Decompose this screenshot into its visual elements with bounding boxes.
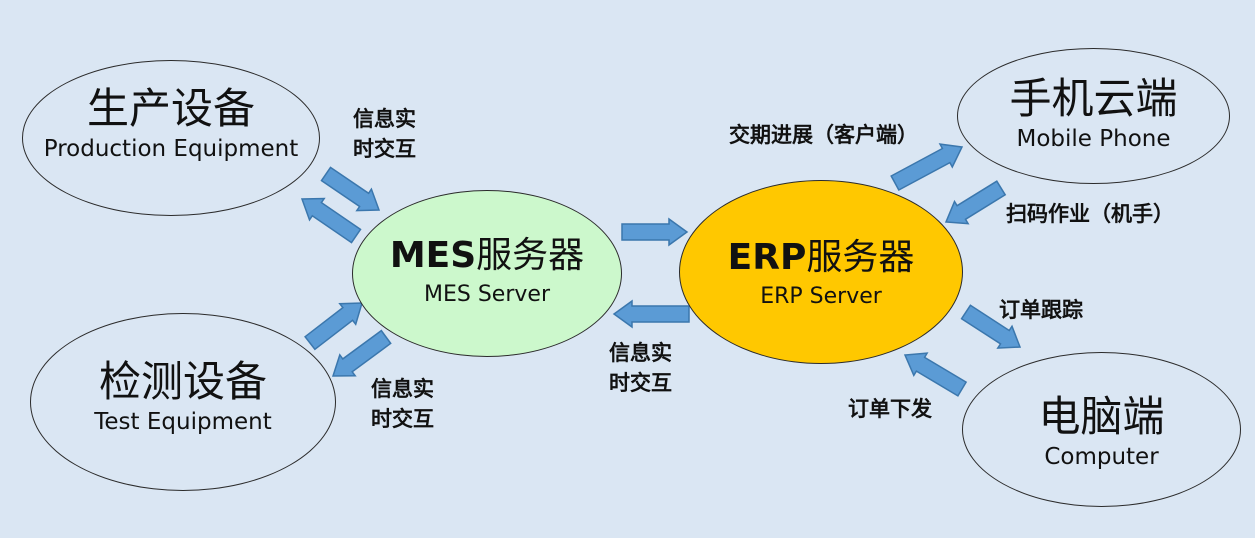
order-issue-label: 订单下发 bbox=[848, 397, 932, 421]
mes-server-title-prefix: MES bbox=[389, 235, 477, 276]
arrow-mes-to-test bbox=[331, 329, 392, 377]
delivery-progress-label: 交期进展（客户端） bbox=[729, 123, 918, 147]
arrow-mes-to-erp bbox=[621, 217, 689, 247]
arrow-mes-to-production bbox=[300, 197, 362, 244]
computer-subtitle: Computer bbox=[1044, 444, 1159, 470]
arrow-mobile-to-erp bbox=[944, 180, 1007, 225]
production-equipment-node: 生产设备 Production Equipment bbox=[22, 60, 320, 216]
production-interaction-label: 信息实 时交互 bbox=[353, 104, 416, 164]
test-interaction-label-line1: 信息实 bbox=[371, 377, 434, 401]
test-interaction-label: 信息实 时交互 bbox=[371, 374, 434, 434]
production-interaction-label-line2: 时交互 bbox=[353, 137, 416, 161]
computer-node: 电脑端 Computer bbox=[962, 352, 1241, 507]
production-equipment-subtitle: Production Equipment bbox=[43, 136, 299, 162]
test-interaction-label-line2: 时交互 bbox=[371, 407, 434, 431]
production-interaction-label-line1: 信息实 bbox=[353, 107, 416, 131]
test-equipment-subtitle: Test Equipment bbox=[94, 409, 272, 435]
arrow-erp-to-mobile bbox=[890, 143, 964, 192]
mes-server-title: MES服务器 bbox=[353, 235, 621, 277]
production-equipment-title: 生产设备 bbox=[86, 84, 255, 133]
mes-erp-interaction-label-line2: 时交互 bbox=[609, 371, 672, 395]
erp-server-node: ERP服务器 ERP Server bbox=[679, 180, 963, 364]
arrow-test-to-mes bbox=[304, 302, 364, 351]
mes-server-node: MES服务器 MES Server bbox=[352, 190, 622, 357]
mes-server-title-suffix: 服务器 bbox=[476, 235, 585, 276]
arrow-computer-to-erp bbox=[903, 352, 968, 397]
mes-server-subtitle: MES Server bbox=[424, 282, 550, 307]
erp-server-title-suffix: 服务器 bbox=[806, 237, 915, 278]
test-equipment-node: 检测设备 Test Equipment bbox=[30, 313, 336, 491]
erp-server-subtitle: ERP Server bbox=[760, 284, 882, 309]
scan-operation-label: 扫码作业（机手） bbox=[1006, 202, 1174, 226]
arrow-erp-to-mes bbox=[612, 299, 690, 329]
mobile-phone-title: 手机云端 bbox=[1009, 74, 1178, 123]
mes-erp-interaction-label-line1: 信息实 bbox=[609, 341, 672, 365]
mobile-phone-node: 手机云端 Mobile Phone bbox=[957, 48, 1230, 184]
arrow-erp-to-computer bbox=[960, 304, 1022, 349]
mes-erp-interaction-label: 信息实 时交互 bbox=[609, 338, 672, 398]
erp-server-title: ERP服务器 bbox=[680, 237, 962, 279]
arrow-production-to-mes bbox=[320, 166, 381, 212]
test-equipment-title: 检测设备 bbox=[98, 357, 267, 406]
erp-server-title-prefix: ERP bbox=[727, 237, 807, 278]
mobile-phone-subtitle: Mobile Phone bbox=[1016, 126, 1171, 152]
computer-title: 电脑端 bbox=[1038, 392, 1165, 441]
order-tracking-label: 订单跟踪 bbox=[999, 298, 1083, 322]
